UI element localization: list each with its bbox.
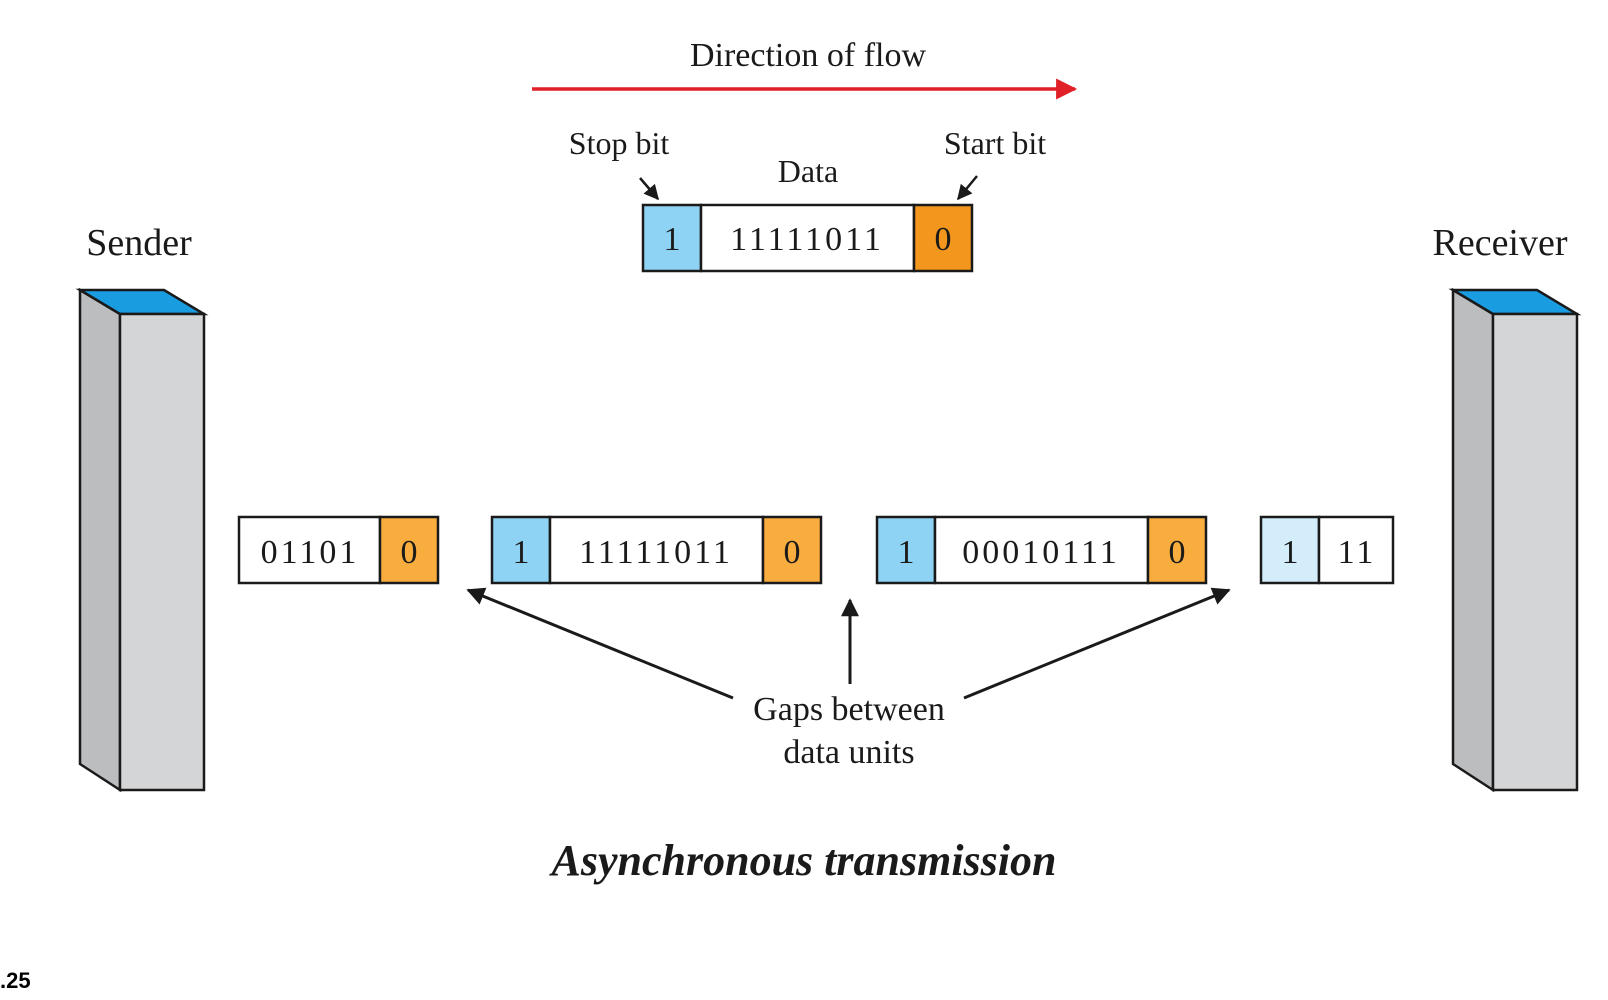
frame-1-start-bit xyxy=(378,515,440,585)
detail-data-field xyxy=(699,203,916,273)
frame-4-stop-bit-value: 1 xyxy=(1282,534,1299,571)
stop-bit-pointer xyxy=(639,177,659,201)
detail-data-value: 11111011 xyxy=(730,221,884,258)
data-label: Data xyxy=(778,153,838,189)
frame-3-data-field xyxy=(933,515,1150,585)
figure-number: .25 xyxy=(0,968,31,993)
detail-start-bit xyxy=(912,203,974,273)
frame-2-start-bit xyxy=(761,515,823,585)
frame-4-data-value: 11 xyxy=(1338,534,1377,571)
sender-device xyxy=(75,287,209,793)
gap-arrow-right xyxy=(963,587,1231,700)
frame-3-start-bit-value: 0 xyxy=(1169,534,1186,571)
frame-2-data-value: 11111011 xyxy=(579,534,733,571)
frame-3-stop-bit xyxy=(875,515,937,585)
frame-3-data-value: 00010111 xyxy=(962,534,1119,571)
start-bit-pointer xyxy=(957,175,978,201)
receiver-label: Receiver xyxy=(1432,222,1567,264)
gap-arrow-left xyxy=(466,587,734,700)
stop-bit-label: Stop bit xyxy=(569,125,670,161)
frame-1-data-value: 01101 xyxy=(261,534,360,571)
gaps-label-line2: data units xyxy=(783,734,914,771)
frame-2-stop-bit xyxy=(490,515,552,585)
detail-start-bit-value: 0 xyxy=(935,221,952,258)
frame-2-data-field xyxy=(548,515,765,585)
frame-3-stop-bit-value: 1 xyxy=(898,534,915,571)
detail-frame: 1 11111011 0 xyxy=(641,203,974,273)
frame-4: 1 11 xyxy=(1259,515,1395,585)
frame-2-start-bit-value: 0 xyxy=(784,534,801,571)
receiver-device xyxy=(1448,287,1582,793)
frame-2: 1 11111011 0 xyxy=(490,515,823,585)
gaps-label-line1: Gaps between xyxy=(753,691,945,728)
sender-label: Sender xyxy=(86,222,192,264)
frame-2-stop-bit-value: 1 xyxy=(513,534,530,571)
frame-3-start-bit xyxy=(1146,515,1208,585)
frame-1-start-bit-value: 0 xyxy=(401,534,418,571)
frame-4-data-field xyxy=(1317,515,1395,585)
flow-label: Direction of flow xyxy=(690,37,926,74)
detail-stop-bit-value: 1 xyxy=(664,221,681,258)
start-bit-label: Start bit xyxy=(944,125,1046,161)
frame-3: 1 00010111 0 xyxy=(875,515,1208,585)
frame-1: 01101 0 xyxy=(237,515,440,585)
diagram-caption: Asynchronous transmission xyxy=(549,836,1057,885)
